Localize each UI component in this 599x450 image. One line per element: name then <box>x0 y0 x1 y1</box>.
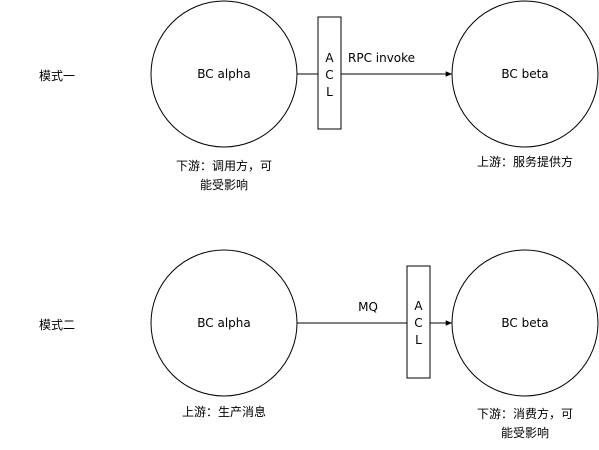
mode-1-right-node-label: BC beta <box>501 67 548 81</box>
mode-2-acl-letter-l: L <box>415 333 422 347</box>
mode-2-right-caption-line-2: 能受影响 <box>501 425 549 440</box>
mode-2-label: 模式二 <box>39 318 75 332</box>
mode-2-left-caption: 上游：生产消息 <box>182 404 266 419</box>
mode-1-acl-letter-c: C <box>325 68 333 82</box>
mode-1-left-node-label: BC alpha <box>197 67 250 81</box>
mode-1-acl-letter-a: A <box>325 51 334 65</box>
mode-1-right-node[interactable]: BC beta <box>451 0 599 148</box>
mode-2-left-node-label: BC alpha <box>197 316 250 330</box>
mode-2-acl-letter-c: C <box>414 316 422 330</box>
mode-1-acl-box[interactable]: A C L <box>317 16 342 130</box>
mode-2-right-caption-line-1: 下游：消费方，可 <box>477 406 573 421</box>
mode-2-left-node[interactable]: BC alpha <box>150 249 298 397</box>
mode-2-acl-rect <box>406 265 431 379</box>
mode-2-acl-letter-a: A <box>414 299 423 313</box>
mode-1-acl-letter-l: L <box>326 85 333 99</box>
mode-2-edge-label: MQ <box>358 300 378 314</box>
mode-1-edge-label: RPC invoke <box>348 51 415 65</box>
mode-2-acl-box[interactable]: A C L <box>406 265 431 379</box>
mode-1-left-caption-line-1: 下游：调用方，可 <box>176 158 272 173</box>
mode-1: 模式一 BC alpha BC beta A C L RPC invoke 下游… <box>39 0 599 192</box>
mode-2-right-node[interactable]: BC beta <box>451 249 599 397</box>
mode-2-right-node-label: BC beta <box>501 316 548 330</box>
mode-1-right-caption: 上游：服务提供方 <box>477 154 573 169</box>
mode-2-left-node-circle <box>150 249 298 397</box>
mode-1-label: 模式一 <box>39 69 75 83</box>
mode-1-left-node[interactable]: BC alpha <box>150 0 298 148</box>
mode-1-left-node-circle <box>150 0 298 148</box>
mode-1-acl-rect <box>317 16 342 130</box>
mode-2-right-node-circle <box>451 249 599 397</box>
mode-2: 模式二 BC alpha BC beta A C L MQ 上游：生产消息 下游… <box>39 249 599 440</box>
mode-1-left-caption-line-2: 能受影响 <box>200 177 248 192</box>
mode-1-right-node-circle <box>451 0 599 148</box>
